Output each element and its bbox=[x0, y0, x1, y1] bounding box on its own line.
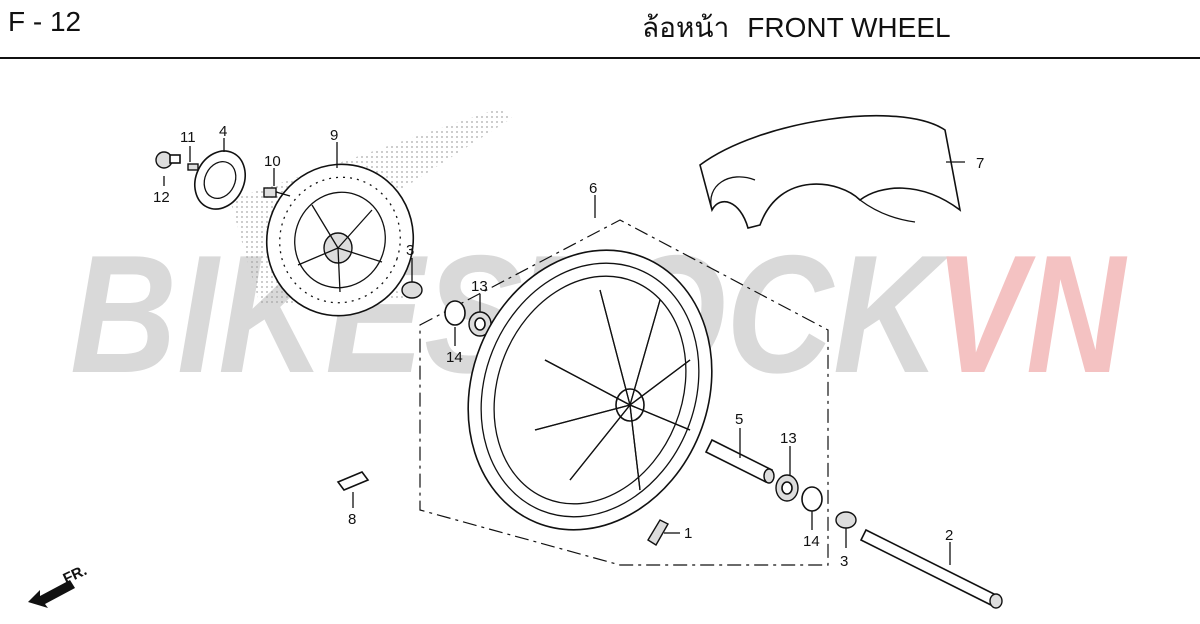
fr-label: FR. bbox=[61, 562, 90, 588]
callout-11: 11 bbox=[180, 129, 196, 146]
collar-left-part[interactable] bbox=[401, 281, 423, 299]
pulser-ring-part[interactable] bbox=[186, 143, 255, 218]
callout-labels: 9 4 11 12 10 3 13 14 6 7 5 13 14 3 2 1 8 bbox=[153, 123, 984, 570]
brake-disc-part[interactable] bbox=[247, 145, 433, 335]
callout-12: 12 bbox=[153, 189, 170, 206]
front-direction-marker: FR. bbox=[28, 562, 90, 608]
callout-5: 5 bbox=[735, 411, 743, 428]
watermark-text-b: VN bbox=[935, 220, 1128, 408]
air-valve-part[interactable] bbox=[647, 519, 669, 546]
callout-9: 9 bbox=[330, 127, 338, 144]
page-code: F - 12 bbox=[8, 6, 82, 37]
dust-seal-left-part[interactable] bbox=[444, 300, 466, 326]
callout-7: 7 bbox=[976, 155, 984, 172]
callout-13-right: 13 bbox=[780, 430, 797, 447]
front-axle-part[interactable] bbox=[859, 528, 1003, 609]
callout-13-left: 13 bbox=[471, 278, 488, 295]
leader-lines bbox=[163, 138, 965, 565]
callout-14-left: 14 bbox=[446, 349, 463, 366]
tire-part[interactable] bbox=[699, 115, 962, 229]
dust-seal-right-part[interactable] bbox=[801, 486, 823, 512]
callout-10: 10 bbox=[264, 153, 281, 170]
header-divider bbox=[0, 57, 1200, 59]
page-title-english: FRONT WHEEL bbox=[747, 12, 951, 43]
page-title-thai: ล้อหน้า bbox=[642, 12, 730, 43]
bolt-12-part[interactable] bbox=[155, 151, 181, 169]
balance-weight-part[interactable] bbox=[336, 471, 370, 491]
callout-3-right: 3 bbox=[840, 553, 848, 570]
arrow-icon bbox=[28, 580, 75, 608]
collar-right-part[interactable] bbox=[835, 511, 857, 529]
wheel-assembly-outline bbox=[419, 219, 829, 566]
callout-4: 4 bbox=[219, 123, 227, 140]
callout-3-left: 3 bbox=[406, 242, 414, 259]
bearing-right-part[interactable] bbox=[775, 474, 799, 502]
callout-8: 8 bbox=[348, 511, 356, 528]
bolt-11-part[interactable] bbox=[187, 163, 199, 171]
front-wheel-part[interactable] bbox=[427, 213, 753, 567]
distance-collar-part[interactable] bbox=[704, 438, 775, 484]
callout-2: 2 bbox=[945, 527, 953, 544]
callout-6: 6 bbox=[589, 180, 597, 197]
callout-14-right: 14 bbox=[803, 533, 820, 550]
callout-1: 1 bbox=[684, 525, 692, 542]
bolt-10-part[interactable] bbox=[263, 187, 291, 198]
page-title: ล้อหน้า FRONT WHEEL bbox=[642, 6, 951, 50]
